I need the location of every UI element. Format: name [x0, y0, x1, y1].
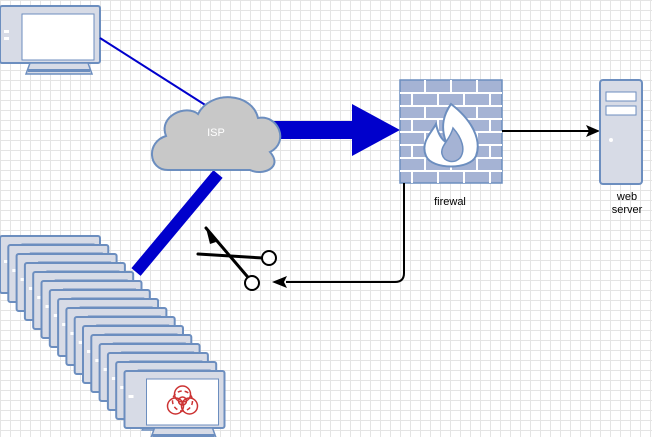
scissors-icon — [196, 226, 277, 291]
connection-desktop-isp — [99, 37, 211, 109]
traffic-arrow — [262, 104, 400, 156]
connection-firewall-blocked — [272, 183, 405, 288]
connection-botnet-isp — [131, 170, 223, 276]
server-icon[interactable] — [599, 79, 643, 185]
infected-computer — [123, 370, 226, 437]
firewall-label: firewal — [434, 196, 466, 208]
biohazard-icon — [166, 385, 199, 415]
flame-icon — [423, 102, 479, 168]
desktop-icon[interactable] — [0, 5, 101, 75]
server-label-line1: web — [616, 191, 637, 203]
cloud-icon[interactable] — [151, 96, 282, 173]
botnet-stack — [0, 235, 226, 437]
server-label-line2: server — [612, 204, 643, 216]
firewall-icon[interactable] — [399, 79, 503, 184]
connection-firewall-server — [502, 125, 600, 137]
isp-label: ISP — [207, 127, 225, 139]
